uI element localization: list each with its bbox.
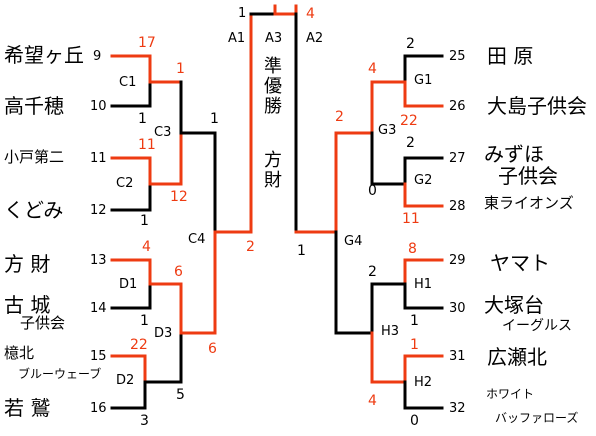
team-16: 若 鷲	[4, 396, 51, 420]
runner-up-label: 準優勝	[261, 56, 282, 116]
score-g1-bot: 22	[400, 113, 418, 129]
seed-16: 16	[90, 401, 107, 416]
match-d2: D2	[116, 373, 135, 388]
seed-32: 32	[449, 401, 466, 416]
score-c1-top: 17	[138, 35, 156, 51]
team-9: 希望ヶ丘	[4, 43, 84, 67]
score-d3-top: 6	[174, 264, 183, 280]
seed-27: 27	[449, 151, 466, 166]
match-g4: G4	[344, 234, 363, 249]
seed-28: 28	[449, 199, 466, 214]
match-c2: C2	[116, 176, 134, 191]
seed-10: 10	[90, 99, 107, 114]
seed-25: 25	[449, 49, 466, 64]
seed-15: 15	[90, 349, 107, 364]
match-g2: G2	[414, 173, 433, 188]
score-h3-bot: 4	[368, 393, 377, 409]
match-a3: A3	[265, 31, 283, 46]
score-h1-top: 8	[408, 241, 417, 257]
match-h3: H3	[381, 324, 400, 339]
score-g4-bot: 1	[297, 243, 306, 259]
score-c4-top: 1	[210, 111, 219, 127]
runner-up-team: 方財	[261, 150, 282, 190]
match-g3: G3	[378, 123, 397, 138]
score-d3-bot: 5	[176, 387, 185, 403]
team-32-line1: ホワイト	[486, 387, 535, 401]
team-15-line2: ブルーウェーブ	[18, 367, 102, 381]
score-c3-top: 1	[176, 61, 185, 77]
match-h1: H1	[414, 277, 433, 292]
team-13: 方 財	[4, 252, 51, 276]
score-c1-bot: 1	[138, 111, 147, 127]
score-d2-top: 22	[130, 337, 148, 353]
score-h1-bot: 1	[410, 313, 419, 329]
score-c4-bot: 2	[246, 239, 255, 255]
team-14-line1: 古 城	[4, 293, 51, 317]
match-c3: C3	[154, 125, 172, 140]
seed-30: 30	[449, 301, 466, 316]
score-d3-out: 6	[208, 341, 217, 357]
team-31: 広瀬北	[487, 345, 547, 369]
team-28: 東ライオンズ	[484, 194, 574, 212]
seed-11: 11	[90, 151, 107, 166]
score-h2-top: 1	[410, 337, 419, 353]
team-27-line1: みずほ	[484, 142, 544, 166]
team-11: 小戸第二	[4, 148, 65, 166]
score-h2-bot: 0	[410, 413, 419, 429]
seed-31: 31	[449, 349, 466, 364]
seed-1: 1	[238, 6, 247, 21]
team-15-line1: 檍北	[4, 344, 35, 362]
score-d1-top: 4	[142, 239, 151, 255]
score-g2-top: 2	[406, 135, 415, 151]
seed-12: 12	[90, 203, 107, 218]
score-g3-top: 4	[368, 61, 377, 77]
score-g4-top: 2	[335, 109, 344, 125]
match-a2: A2	[306, 31, 324, 46]
score-g2-bot: 11	[402, 211, 420, 227]
match-h2: H2	[414, 375, 433, 390]
match-d1: D1	[119, 277, 138, 292]
seed-13: 13	[90, 253, 107, 268]
score-final-right: 4	[306, 6, 315, 22]
team-27-line2: 子供会	[498, 164, 558, 188]
team-10: 高千穂	[4, 94, 64, 118]
score-g3-bot: 0	[368, 183, 377, 199]
score-d1-bot: 1	[140, 313, 149, 329]
score-c3-bot: 12	[170, 189, 188, 205]
team-29: ヤマト	[490, 251, 550, 275]
match-c1: C1	[119, 75, 137, 90]
match-g1: G1	[414, 73, 433, 88]
match-a1: A1	[228, 31, 246, 46]
team-14-line2: 子供会	[20, 314, 66, 332]
seed-29: 29	[449, 253, 466, 268]
seed-26: 26	[449, 99, 466, 114]
team-30-line1: 大塚台	[484, 293, 544, 317]
seed-14: 14	[90, 301, 107, 316]
match-c4: C4	[188, 232, 206, 247]
score-h3-top: 2	[368, 264, 377, 280]
score-c2-top: 11	[138, 137, 156, 153]
team-25: 田 原	[487, 44, 534, 68]
team-12: くどみ	[4, 198, 64, 222]
score-g1-top: 2	[406, 36, 415, 52]
team-32-line2: バッファローズ	[495, 411, 579, 425]
team-30-line2: イーグルス	[502, 318, 572, 334]
match-d3: D3	[154, 326, 173, 341]
score-d2-bot: 3	[140, 413, 149, 429]
team-26: 大島子供会	[487, 94, 587, 118]
seed-9: 9	[93, 49, 102, 64]
score-c2-bot: 1	[140, 213, 149, 229]
